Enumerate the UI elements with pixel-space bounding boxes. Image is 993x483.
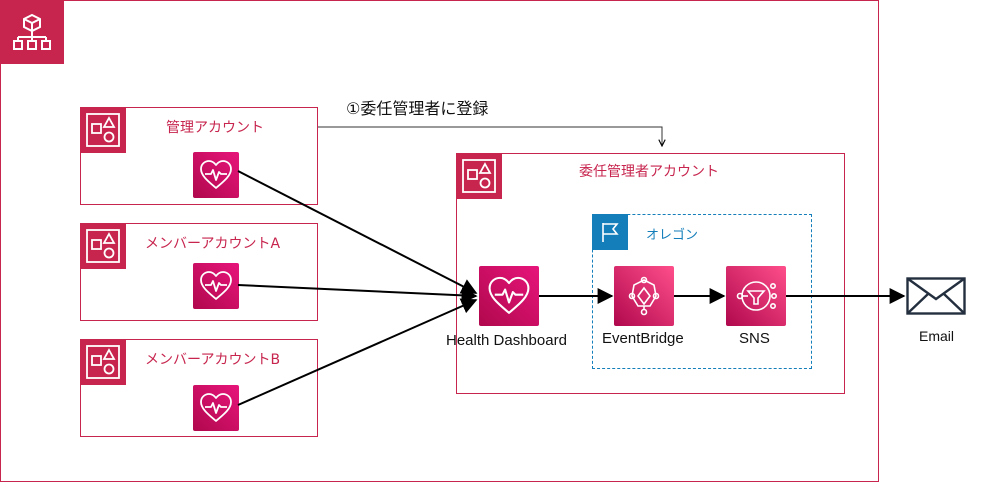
region-box: オレゴン — [592, 214, 812, 369]
organization-icon — [0, 0, 64, 64]
management-account-label: 管理アカウント — [166, 120, 264, 136]
health-dashboard-label: Health Dashboard — [446, 332, 567, 349]
arrow-member-b-to-health — [237, 298, 478, 406]
health-dashboard-icon — [479, 266, 539, 326]
flag-icon — [592, 214, 628, 250]
eventbridge-icon — [614, 266, 674, 326]
member-account-a-box: メンバーアカウントA — [80, 223, 318, 321]
arrow-member-a-to-health — [237, 284, 478, 304]
registration-arrow — [318, 126, 662, 146]
account-icon — [80, 107, 126, 153]
delegated-admin-account-label: 委任管理者アカウント — [579, 164, 719, 180]
organization-container — [0, 0, 879, 482]
account-icon — [80, 339, 126, 385]
sns-label: SNS — [739, 330, 770, 347]
member-account-b-label: メンバーアカウントB — [145, 352, 281, 368]
member-account-a-label: メンバーアカウントA — [145, 236, 281, 252]
sns-icon — [726, 266, 786, 326]
email-label: Email — [919, 328, 955, 344]
email-icon — [906, 277, 966, 315]
health-icon-member-a — [193, 263, 239, 309]
account-icon — [80, 223, 126, 269]
step-label: ①委任管理者に登録 — [346, 99, 489, 118]
management-account-box: 管理アカウント — [80, 107, 318, 205]
health-icon-management — [193, 152, 239, 198]
eventbridge-label: EventBridge — [602, 330, 684, 347]
arrow-management-to-health — [237, 170, 478, 294]
health-icon-member-b — [193, 385, 239, 431]
region-label: オレゴン — [646, 228, 699, 243]
account-icon — [456, 153, 502, 199]
